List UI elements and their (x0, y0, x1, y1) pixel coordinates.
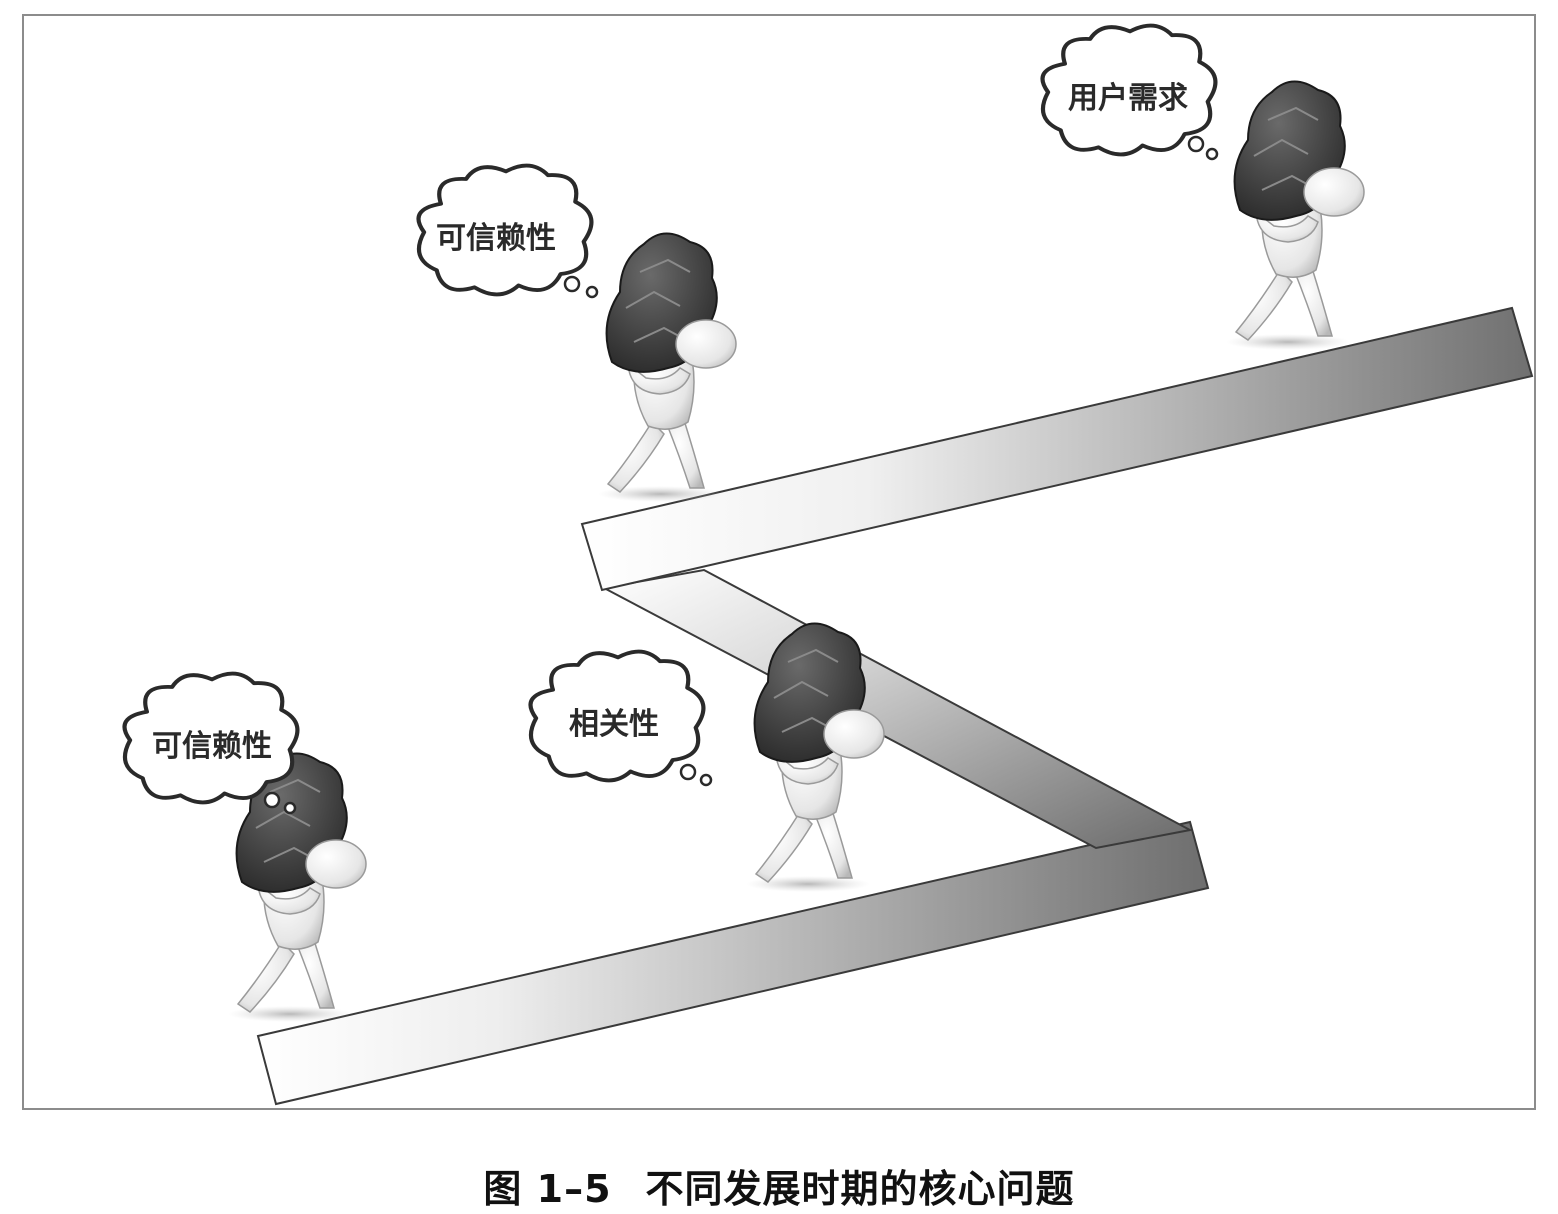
upper-plank (580, 306, 1534, 592)
thought-bubble-stage1: 可信赖性 (125, 674, 298, 815)
walker-stage3 (597, 232, 737, 503)
bubble-label-stage4: 用户需求 (1068, 81, 1188, 116)
staircase-illustration: 可信赖性 相关性 可信赖性 用户需求 (0, 0, 1534, 1106)
figure-caption: 图 1–5 不同发展时期的核心问题 (0, 1158, 1558, 1213)
bubble-label-stage3: 可信赖性 (436, 221, 556, 256)
lower-plank (256, 820, 1210, 1106)
diagonal-plank (600, 568, 1193, 850)
bubble-label-stage2: 相关性 (569, 707, 659, 742)
thought-bubble-stage2: 相关性 (531, 652, 713, 787)
caption-title: 不同发展时期的核心问题 (645, 1167, 1075, 1211)
walker-stage4 (1225, 80, 1365, 351)
thought-bubble-stage4: 用户需求 (1043, 26, 1219, 161)
bubble-label-stage1: 可信赖性 (152, 729, 272, 764)
thought-bubble-stage3: 可信赖性 (419, 166, 599, 299)
caption-number: 图 1–5 (483, 1167, 612, 1211)
